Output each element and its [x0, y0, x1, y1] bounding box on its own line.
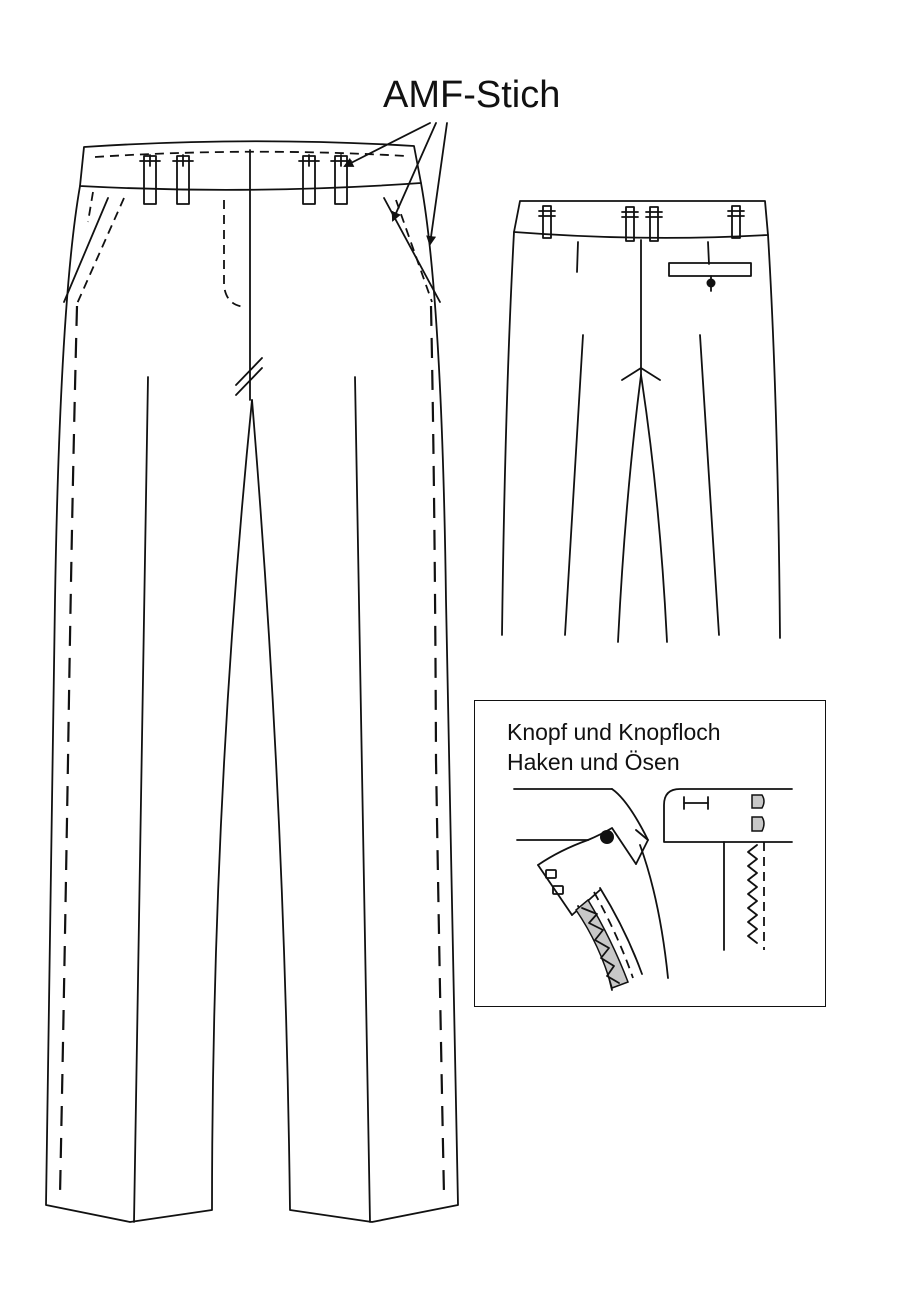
buttonhole-icon: [545, 869, 557, 879]
fly-stitch: [223, 200, 247, 308]
eye-icon-bottom: [751, 816, 765, 832]
front-right-leg-outline: [251, 182, 459, 1223]
front-right-side-seam: [429, 305, 446, 1196]
back-left-leg-outline: [501, 231, 515, 636]
button-icon: [600, 830, 614, 844]
front-view-trousers: [45, 140, 459, 1223]
front-right-pocket: [383, 197, 441, 303]
front-right-crease: [354, 376, 371, 1223]
detail-inset-box: Knopf und Knopfloch Haken und Ösen: [474, 700, 826, 1007]
back-pocket-button-icon: [706, 278, 716, 288]
caption-hook-eye: Haken und Ösen: [507, 749, 680, 775]
hook-eye-zipper: [747, 844, 758, 944]
back-dart-left: [576, 241, 579, 273]
front-left-pocket: [63, 197, 109, 303]
amf-stitch-arrows: [343, 122, 448, 246]
back-right-leg-outline: [767, 234, 781, 639]
back-inseam-right: [640, 374, 668, 643]
front-belt-loops: [139, 154, 352, 205]
front-left-crease: [133, 376, 149, 1223]
back-belt-loops: [538, 205, 745, 242]
back-waistband: [513, 200, 769, 239]
front-left-leg-outline: [45, 185, 253, 1223]
detail-button-buttonhole: [513, 788, 669, 991]
detail-caption: Knopf und Knopfloch Haken und Ösen: [507, 717, 721, 777]
back-dart-right: [707, 241, 710, 265]
front-left-side-seam: [58, 305, 79, 1196]
detail-hook-eye: [663, 788, 793, 951]
back-pocket-welt: [668, 262, 752, 277]
back-inseam-left: [617, 374, 642, 643]
back-crotch-point: [621, 367, 661, 381]
eye-icon-top: [751, 794, 765, 809]
caption-button-buttonhole: Knopf und Knopfloch: [507, 719, 721, 745]
back-view-trousers: [501, 200, 781, 643]
amf-stitch-label: AMF-Stich: [383, 74, 561, 116]
